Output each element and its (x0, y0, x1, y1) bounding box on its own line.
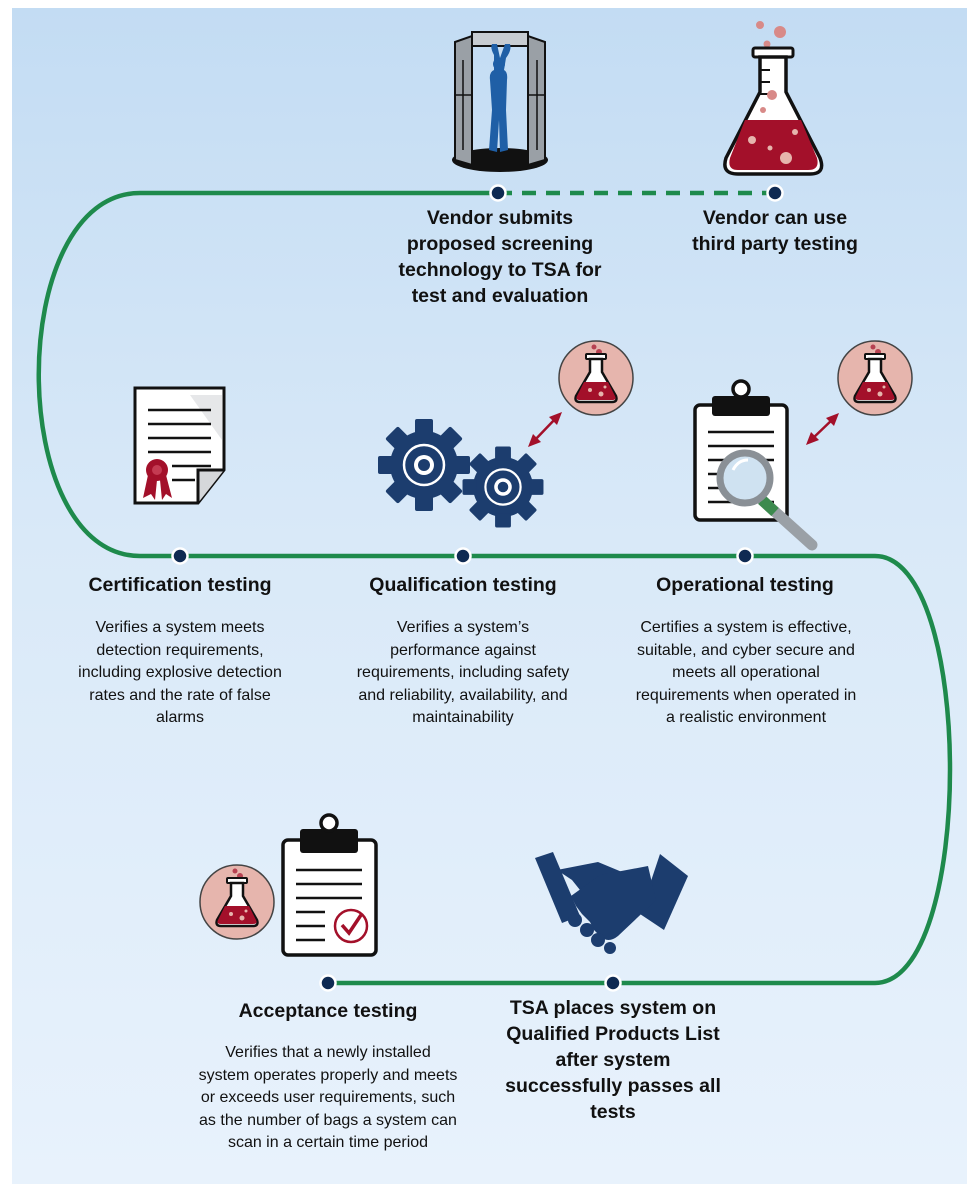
node-operational (736, 547, 754, 565)
flask-icon (723, 21, 824, 176)
node-vendor-submits (489, 184, 507, 202)
node-third-party (766, 184, 784, 202)
qualification-title: Qualification testing (369, 574, 557, 596)
third-party-label: Vendor can use third party testing (692, 207, 858, 255)
acceptance-title: Acceptance testing (238, 1000, 418, 1022)
acceptance-flask-icon (198, 863, 276, 941)
certification-description: Verifies a system meets detection requir… (78, 619, 282, 726)
qpl-label: TSA places system on Qualified Products … (505, 997, 721, 1123)
vendor-submits-label: Vendor submits proposed screening techno… (398, 207, 602, 307)
qualification-flask-icon (557, 339, 635, 417)
certificate-icon (133, 386, 226, 505)
node-certification (171, 547, 189, 565)
clipboard-magnifier-icon (693, 379, 818, 551)
qualification-description: Verifies a system’s performance against … (356, 619, 570, 726)
operational-arrow-icon (806, 413, 839, 445)
handshake-icon (535, 852, 688, 954)
gears-icon (376, 417, 545, 529)
node-qualification (454, 547, 472, 565)
node-acceptance (319, 974, 337, 992)
node-qpl (604, 974, 622, 992)
operational-title: Operational testing (656, 574, 834, 596)
process-path (36, 190, 953, 986)
acceptance-description: Verifies that a newly installed system o… (198, 1044, 458, 1151)
clipboard-check-icon (281, 813, 378, 957)
diagram-background (12, 8, 967, 1184)
operational-description: Certifies a system is effective, suitabl… (635, 619, 857, 726)
certification-title: Certification testing (88, 574, 272, 596)
qualification-arrow-icon (528, 412, 562, 447)
body-scanner-icon (452, 31, 548, 172)
operational-flask-icon (836, 339, 914, 417)
